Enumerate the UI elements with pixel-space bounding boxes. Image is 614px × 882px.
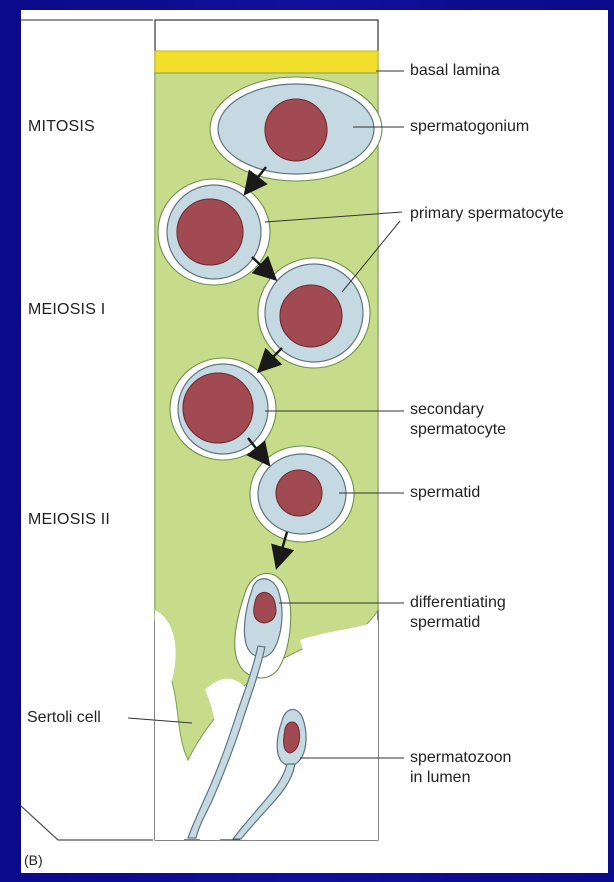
secondary-spermatocyte-nucleus bbox=[183, 373, 253, 443]
label-differentiating-line-2: spermatid bbox=[410, 613, 480, 633]
label-sertoli-cell: Sertoli cell bbox=[27, 708, 101, 728]
label-spermatozoon-line-2: in lumen bbox=[410, 768, 470, 788]
basal-lamina bbox=[155, 51, 378, 73]
label-primary-spermatocyte: primary spermatocyte bbox=[410, 204, 564, 224]
panel-letter: (B) bbox=[24, 850, 43, 870]
label-spermatozoon-line-1: spermatozoon bbox=[410, 748, 511, 768]
stage-mitosis: MITOSIS bbox=[28, 117, 95, 137]
label-spermatid: spermatid bbox=[410, 483, 480, 503]
label-differentiating-line-1: differentiating bbox=[410, 593, 506, 613]
bottom-bracket-diagonal bbox=[21, 806, 58, 840]
primary-spermatocyte-nucleus-2 bbox=[280, 285, 342, 347]
label-basal-lamina: basal lamina bbox=[410, 61, 500, 81]
differentiating-spermatid-nucleus bbox=[254, 592, 276, 623]
stage-meiosis-ii: MEIOSIS II bbox=[28, 510, 110, 530]
label-secondary-spermatocyte-line-2: spermatocyte bbox=[410, 420, 506, 440]
label-spermatogonium: spermatogonium bbox=[410, 117, 529, 137]
primary-spermatocyte-nucleus-1 bbox=[177, 199, 243, 265]
spermatogonium-nucleus bbox=[265, 99, 327, 161]
stage-meiosis-i: MEIOSIS I bbox=[28, 300, 105, 320]
spermatid-nucleus bbox=[276, 470, 322, 516]
label-secondary-spermatocyte-line-1: secondary bbox=[410, 400, 484, 420]
